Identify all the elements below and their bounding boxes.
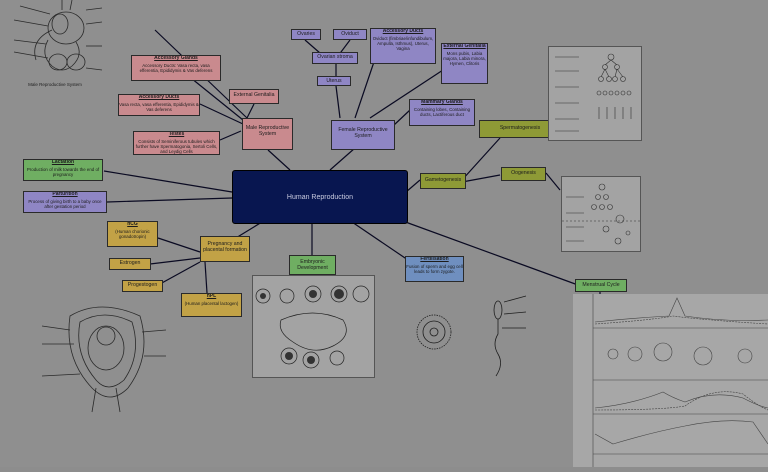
node-title: Progestogen (127, 282, 158, 288)
male-accessory-glands-node[interactable]: Accessory Glands Accessory Ducts: Vasa r… (131, 55, 221, 81)
node-title: External Genitalia (233, 92, 275, 98)
male-accessory-ducts-node[interactable]: Accessory Ducts Vasa recta, vasa efferen… (118, 94, 200, 116)
node-title: Testes (168, 131, 185, 137)
node-body: Mons pubis, Labia majora, Labia minora, … (443, 50, 486, 66)
male-anatomy-drawing (13, 0, 103, 71)
node-title: Ovaries (297, 31, 315, 37)
female-accessory-ducts-node[interactable]: Accessory Ducts Oviduct (fimbriae/infund… (370, 28, 436, 64)
pregnancy-node[interactable]: Pregnancy and placental formation (200, 236, 250, 262)
fetus-uterus-drawing (41, 306, 167, 413)
node-body: Oviduct (fimbriae/infundibulum, Ampulla,… (372, 35, 434, 51)
node-title: Accessory Ducts (382, 28, 424, 34)
node-body: Process of giving birth to a baby once a… (28, 198, 102, 209)
mammary-glands-node[interactable]: Mammary Glands Containing lobes, Contain… (409, 99, 475, 126)
male-figure-caption: Male Reproductive System (28, 82, 82, 87)
testes-node[interactable]: Testes Consists of Seminiferous tubules … (133, 131, 220, 155)
spermatogenesis-figure (548, 46, 642, 141)
menstrual-cycle-node[interactable]: Menstrual Cycle (575, 279, 627, 292)
node-title: Uterus (326, 78, 342, 84)
oviduct-node[interactable]: Oviduct (333, 29, 367, 40)
node-title: hCG (127, 221, 138, 227)
node-body: Accessory Ducts: Vasa recta, vasa effere… (139, 62, 213, 73)
node-body: Containing lobes, Containing ducts, Lact… (413, 106, 471, 117)
gametogenesis-node[interactable]: Gametogenesis (420, 173, 466, 189)
node-title: Spermatogenesis (499, 125, 541, 131)
node-title: Accessory Ducts (138, 94, 180, 100)
hpl-node[interactable]: hPL (Human placental lactogen) (181, 293, 242, 317)
spermatogenesis-tree-drawing (555, 53, 632, 132)
node-title: Accessory Glands (154, 55, 198, 61)
node-title: hPL (206, 293, 217, 299)
ovaries-node[interactable]: Ovaries (291, 29, 321, 40)
node-title: Estrogen (119, 260, 141, 266)
parturition-node[interactable]: Parturition Process of giving birth to a… (23, 191, 107, 213)
menstrual-cycle-chart-drawing (592, 294, 768, 467)
node-body: Consists of Seminiferous tubules which f… (135, 138, 218, 154)
node-body: Fusion of sperm and egg cell leads to fo… (406, 263, 463, 274)
estrogen-node[interactable]: Estrogen (109, 258, 151, 270)
node-title: Oogenesis (511, 170, 536, 176)
node-title: Oviduct (341, 31, 359, 37)
male-system-figure: Male Reproductive System (0, 0, 110, 92)
oogenesis-tree-drawing (562, 183, 642, 245)
node-title: Lactation (51, 159, 75, 165)
embryonic-development-node[interactable]: Embryonic Development (289, 255, 336, 275)
node-title: Male Reproductive System (245, 125, 290, 137)
male-reproductive-system-node[interactable]: Male Reproductive System (242, 118, 293, 150)
node-body: (Human chorionic gonadotropin) (115, 228, 150, 239)
node-title: Gametogenesis (424, 177, 462, 183)
fertilisation-node[interactable]: Fertilisation Fusion of sperm and egg ce… (405, 256, 464, 282)
node-title: Pregnancy and placental formation (203, 241, 247, 253)
node-body: (Human placental lactogen) (184, 300, 239, 306)
male-external-genitalia-node[interactable]: External Genitalia (229, 89, 279, 104)
node-title: Embryonic Development (297, 259, 328, 271)
node-title: Fertilisation (420, 256, 449, 262)
node-body: Production of milk towards the end of pr… (26, 166, 100, 177)
fertilisation-figure (400, 284, 530, 379)
progestogen-node[interactable]: Progestogen (122, 280, 163, 292)
lactation-node[interactable]: Lactation Production of milk towards the… (23, 159, 103, 181)
node-title: Ovarian stroma (317, 54, 353, 60)
fetus-uterus-figure (40, 296, 170, 416)
node-title: Menstrual Cycle (582, 282, 620, 288)
egg-and-sperm-drawing (416, 295, 527, 377)
ovarian-stroma-node[interactable]: Ovarian stroma (312, 52, 358, 64)
uterus-node[interactable]: Uterus (317, 76, 351, 86)
female-external-genitalia-node[interactable]: External Genitalia Mons pubis, Labia maj… (441, 43, 488, 84)
central-topic-node[interactable]: Human Reproduction (232, 170, 408, 224)
node-title: Mammary Glands (421, 99, 463, 105)
node-body: Vasa recta, vasa efferentia, Epididymis … (119, 101, 199, 112)
hcg-node[interactable]: hCG (Human chorionic gonadotropin) (107, 221, 158, 247)
node-title: Female Reproductive System (338, 127, 388, 139)
spermatogenesis-node[interactable]: Spermatogenesis (479, 120, 561, 138)
embryonic-development-figure (252, 275, 375, 378)
node-title: External Genitalia (443, 43, 486, 49)
female-reproductive-system-node[interactable]: Female Reproductive System (331, 120, 395, 150)
oogenesis-node[interactable]: Oogenesis (501, 167, 546, 181)
oogenesis-figure (561, 176, 642, 252)
embryo-stages-drawing (255, 285, 370, 369)
menstrual-cycle-figure (573, 294, 768, 467)
node-title: Parturition (52, 191, 78, 197)
